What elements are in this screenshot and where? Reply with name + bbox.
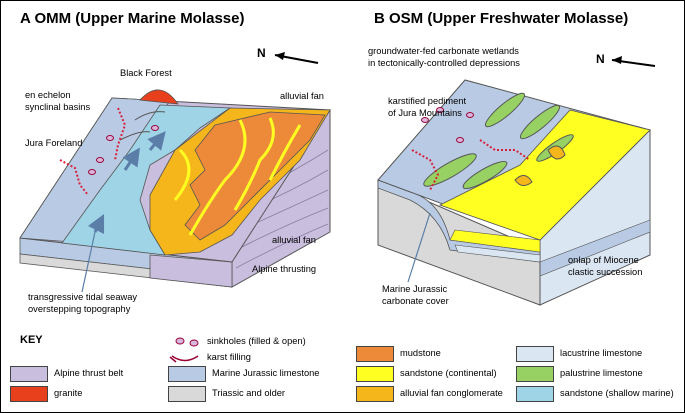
swatch-granite [10, 386, 48, 402]
key-mudstone: mudstone [400, 348, 441, 358]
label-pediment-1: karstified pediment [388, 96, 467, 106]
key-alluvial-conglomerate: alluvial fan conglomerate [400, 388, 503, 398]
panel-b-karst-line [411, 149, 440, 191]
label-seaway-2: overstepping topography [28, 304, 131, 314]
panel-b-block [377, 79, 651, 306]
label-jurassic-1: Marine Jurassic [382, 284, 448, 294]
key-alpine-thrust-belt: Alpine thrust belt [54, 368, 124, 378]
label-alluvial-fan-top: alluvial fan [280, 91, 324, 101]
key-lacustrine: lacustrine limestone [560, 348, 643, 358]
key-marine-jurassic: Marine Jurassic limestone [212, 368, 320, 378]
swatch-alpine-thrust-belt [10, 366, 48, 382]
label-pediment-2: of Jura Mountains [388, 108, 462, 118]
swatch-sandstone-continental [356, 366, 394, 382]
key-sinkhole-symbols [169, 337, 199, 363]
key-granite: granite [54, 388, 83, 398]
swatch-triassic [168, 386, 206, 402]
panel-a-karst-line [114, 107, 127, 161]
key-sinkholes: sinkholes (filled & open) [207, 336, 306, 346]
key-palustrine: palustrine limestone [560, 368, 643, 378]
key-karst-filling: karst filling [207, 352, 251, 362]
swatch-mudstone [356, 346, 394, 362]
label-black-forest: Black Forest [120, 68, 172, 78]
label-alluvial-fan-right: alluvial fan [272, 235, 316, 245]
label-onlap-2: clastic succession [568, 267, 643, 277]
panel-a-sandstone-channels [173, 117, 302, 236]
panel-b-title: B OSM (Upper Freshwater Molasse) [374, 10, 629, 27]
label-jurassic-2: carbonate cover [382, 296, 449, 306]
label-alpine-thrusting: Alpine thrusting [252, 264, 317, 274]
label-jura-foreland: Jura Foreland [25, 138, 83, 148]
panel-a-block [19, 89, 331, 293]
label-onlap-1: onlap of Miocene [568, 255, 639, 265]
key-sandstone-marine: sandstone (shallow marine) [560, 388, 674, 398]
label-seaway-1: transgressive tidal seaway [28, 292, 138, 302]
swatch-palustrine [516, 366, 554, 382]
label-en-echelon-2: synclinal basins [25, 102, 91, 112]
swatch-sandstone-marine [516, 386, 554, 402]
key-sandstone-continental: sandstone (continental) [400, 368, 497, 378]
key-triassic: Triassic and older [212, 388, 286, 398]
panel-b-top-sandstone [438, 109, 651, 241]
label-en-echelon-1: en echelon [25, 90, 71, 100]
key-title: KEY [20, 334, 43, 346]
panel-a-north-label: N [257, 46, 266, 60]
swatch-marine-jurassic [168, 366, 206, 382]
swatch-lacustrine [516, 346, 554, 362]
panel-a-granite [139, 89, 179, 105]
label-wetlands-2: in tectonically-controlled depressions [368, 58, 520, 68]
panel-a-title: A OMM (Upper Marine Molasse) [20, 10, 245, 27]
panel-b-north-label: N [596, 52, 605, 66]
swatch-alluvial-conglomerate [356, 386, 394, 402]
label-wetlands-1: groundwater-fed carbonate wetlands [368, 46, 519, 56]
